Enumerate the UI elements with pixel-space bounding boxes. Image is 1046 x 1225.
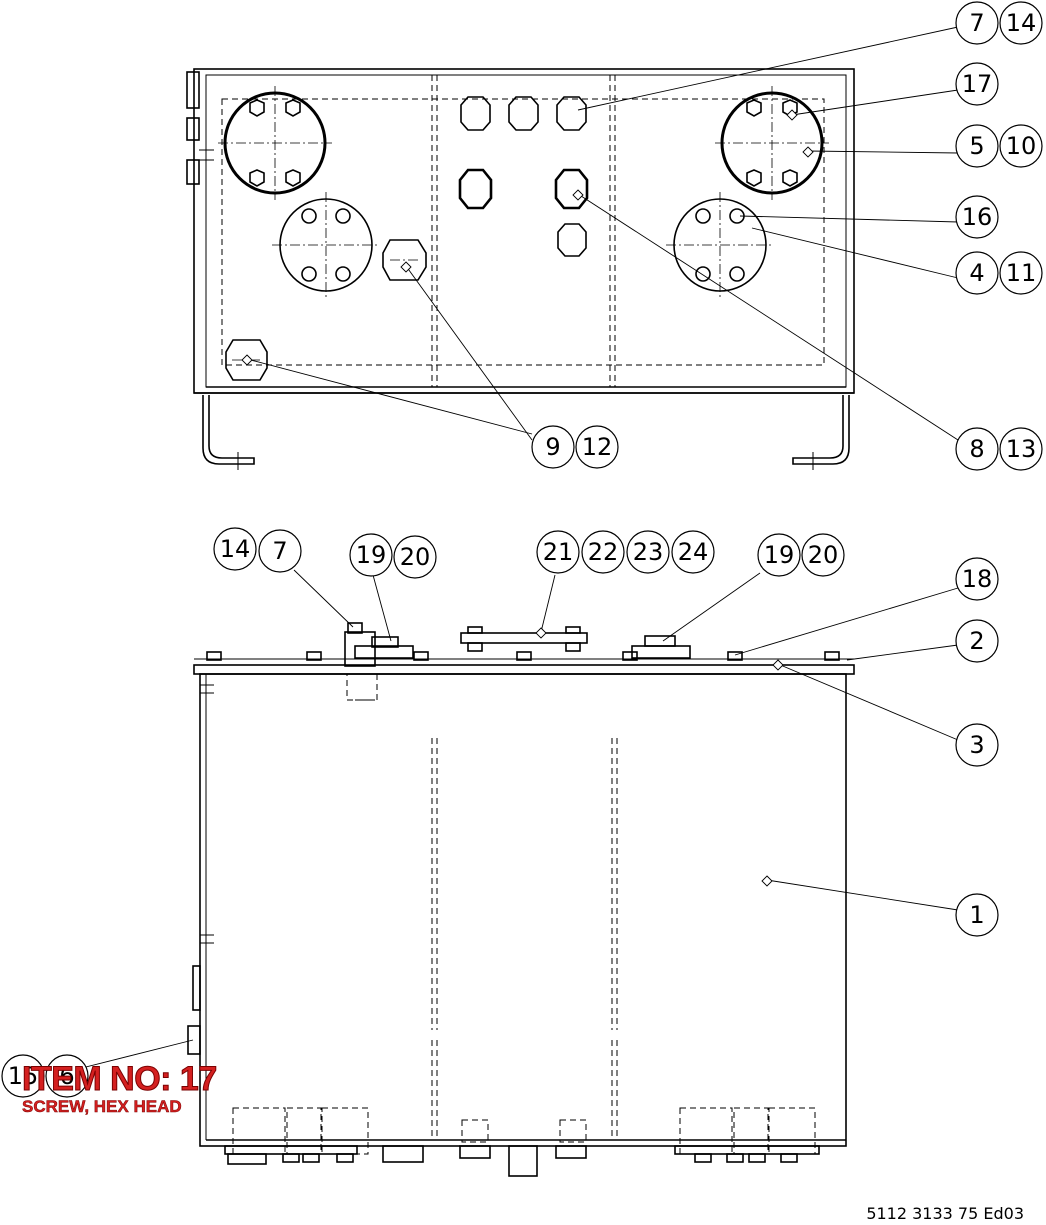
callout-label: 4: [969, 259, 984, 287]
callout-9-12[interactable]: 9 12: [531, 425, 619, 469]
callout-label: 12: [582, 433, 613, 461]
callout-label: 23: [633, 538, 664, 566]
leader-lines: [65, 26, 959, 1073]
callout-label: 6: [59, 1062, 74, 1090]
callout-7-14[interactable]: 7 14: [955, 1, 1043, 45]
callout-label: 13: [1006, 435, 1037, 463]
callout-label: 11: [1006, 259, 1037, 287]
callout-2[interactable]: 2: [955, 619, 999, 663]
callout-21-24[interactable]: 21 22 23 24: [536, 530, 715, 574]
callout-17[interactable]: 17: [955, 62, 999, 106]
callout-label: 19: [764, 541, 795, 569]
callout-label: 15: [8, 1062, 39, 1090]
callout-label: 7: [969, 9, 984, 37]
callout-label: 19: [356, 541, 387, 569]
callout-label: 14: [220, 535, 251, 563]
callout-label: 2: [969, 627, 984, 655]
callout-19-20-left[interactable]: 19 20: [349, 533, 437, 579]
callout-1[interactable]: 1: [955, 893, 999, 937]
callout-16[interactable]: 16: [955, 195, 999, 239]
callout-label: 16: [962, 203, 993, 231]
callout-label: 20: [400, 543, 431, 571]
callout-label: 5: [969, 132, 984, 160]
callout-label: 3: [969, 731, 984, 759]
callout-label: 14: [1006, 9, 1037, 37]
callout-15-6[interactable]: 15 6: [1, 1054, 89, 1098]
top-view: [186, 68, 855, 470]
callout-3[interactable]: 3: [955, 723, 999, 767]
callout-label: 7: [272, 537, 287, 565]
callout-8-13[interactable]: 8 13: [955, 427, 1043, 471]
callout-label: 1: [969, 901, 984, 929]
callout-label: 20: [808, 541, 839, 569]
side-view: [187, 622, 855, 1177]
callout-label: 22: [588, 538, 619, 566]
callout-label: 18: [962, 565, 993, 593]
callout-label: 9: [545, 433, 560, 461]
tank-top-outline: [193, 68, 855, 394]
callout-label: 21: [543, 538, 574, 566]
callout-18[interactable]: 18: [955, 557, 999, 601]
tank-body: [199, 673, 847, 1147]
tank-cover-plate: [193, 664, 855, 675]
callout-label: 10: [1006, 132, 1037, 160]
callout-label: 8: [969, 435, 984, 463]
callout-14-7[interactable]: 14 7: [213, 527, 302, 573]
callout-label: 24: [678, 538, 709, 566]
callout-label: 17: [962, 70, 993, 98]
callout-4-11[interactable]: 4 11: [955, 251, 1043, 295]
document-number: 5112 3133 75 Ed03: [866, 1204, 1024, 1223]
callout-19-20-right[interactable]: 19 20: [757, 533, 845, 577]
callout-5-10[interactable]: 5 10: [955, 124, 1043, 168]
